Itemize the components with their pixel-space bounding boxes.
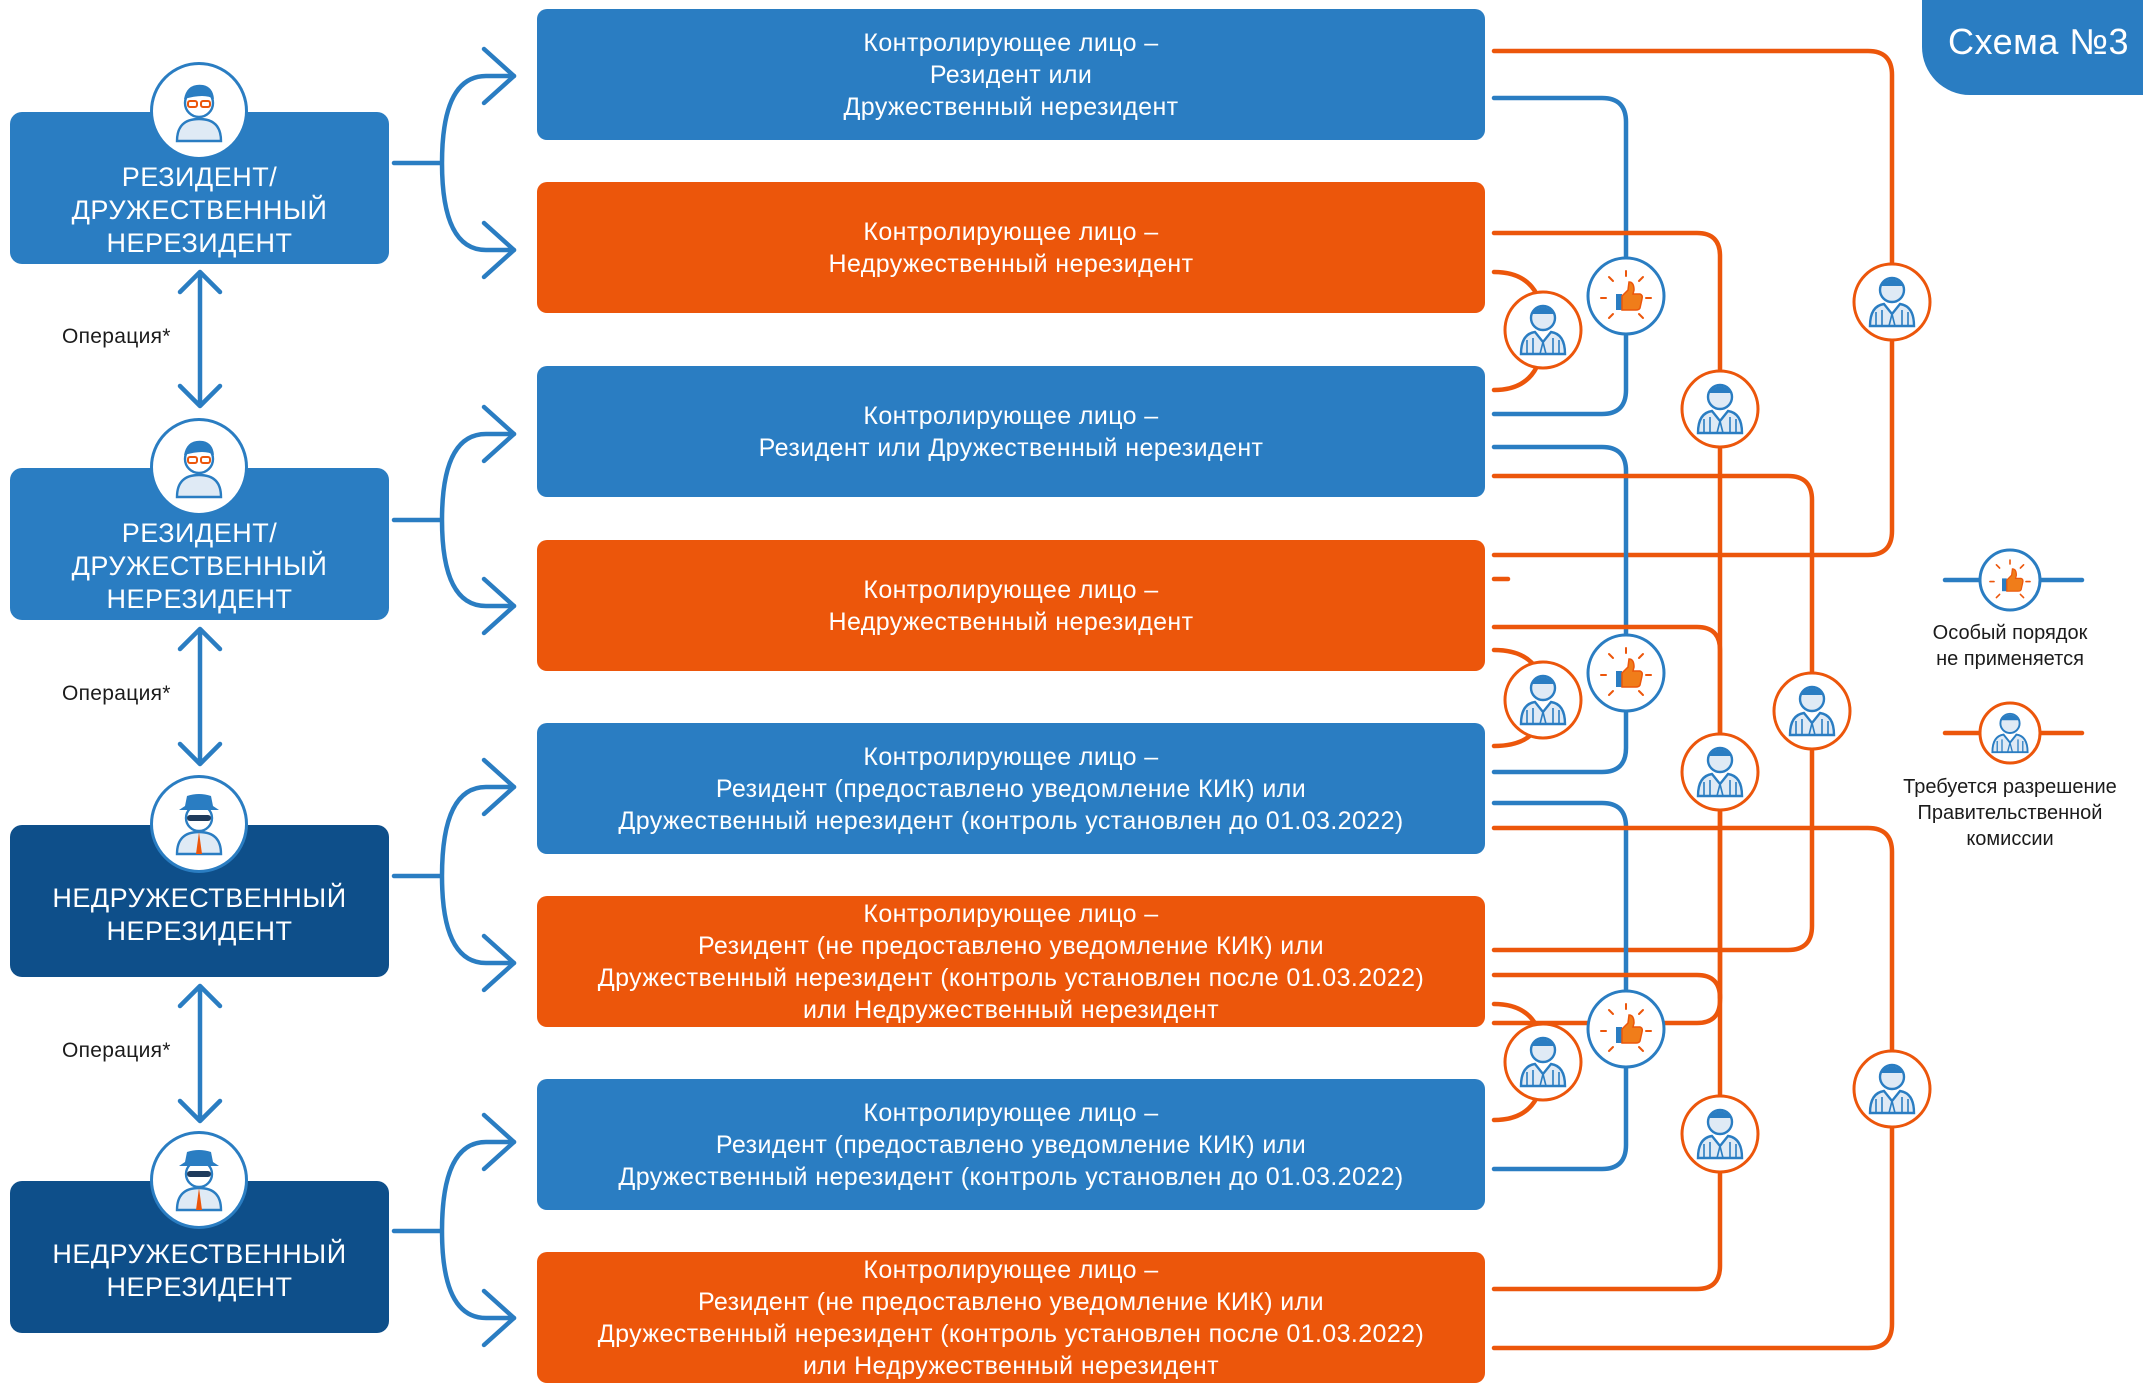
controller-label-line: Контролирующее лицо – [863, 1255, 1159, 1284]
controller-label-line: Контролирующее лицо – [863, 742, 1159, 771]
party-label-line: НЕДРУЖЕСТВЕННЫЙ [52, 1239, 347, 1269]
controller-box-4: Контролирующее лицо – Недружественный не… [537, 540, 1485, 671]
controller-label-line: Контролирующее лицо – [863, 401, 1159, 430]
controller-label-line: Контролирующее лицо – [863, 1098, 1159, 1127]
party-label-line: НЕДРУЖЕСТВЕННЫЙ [52, 883, 347, 913]
controller-box-6: Контролирующее лицо – Резидент (не предо… [537, 896, 1485, 1027]
controller-label-line: или Недружественный нерезидент [803, 1351, 1219, 1380]
controller-label-line: Контролирующее лицо – [863, 575, 1159, 604]
controller-box-8: Контролирующее лицо – Резидент (не предо… [537, 1252, 1485, 1383]
party-label-line: НЕРЕЗИДЕНТ [106, 228, 293, 258]
party-box-unfriendly-1: НЕДРУЖЕСТВЕННЫЙ НЕРЕЗИДЕНТ [10, 825, 389, 977]
controller-label-line: Резидент (не предоставлено уведомление К… [697, 1287, 1325, 1316]
controller-box-1: Контролирующее лицо – Резидент или Друже… [537, 9, 1485, 140]
controller-label-line: Дружественный нерезидент (контроль устан… [597, 963, 1425, 992]
controller-label-line: Дружественный нерезидент (контроль устан… [618, 806, 1404, 835]
controller-label-line: Резидент или [929, 60, 1093, 89]
controller-label-line: Резидент (предоставлено уведомление КИК)… [715, 774, 1307, 803]
controller-label-line: Резидент (не предоставлено уведомление К… [697, 931, 1325, 960]
controller-label-line: Контролирующее лицо – [863, 899, 1159, 928]
spy-person-icon [150, 1131, 248, 1229]
scheme-number-tab: Схема №3 [1922, 0, 2143, 95]
legend-label-line: Особый порядок [1932, 622, 2088, 644]
legend-label-line: Правительственной [1917, 802, 2103, 824]
controller-label-line: Недружественный нерезидент [828, 607, 1194, 636]
controller-box-7: Контролирующее лицо – Резидент (предоста… [537, 1079, 1485, 1210]
controller-box-5: Контролирующее лицо – Резидент (предоста… [537, 723, 1485, 854]
party-label-line: РЕЗИДЕНТ/ [121, 518, 278, 548]
spy-person-icon [150, 775, 248, 873]
resident-person-icon [150, 62, 248, 160]
operation-label: Операция* [62, 1039, 171, 1062]
party-label-line: НЕРЕЗИДЕНТ [106, 1272, 293, 1302]
party-label-line: НЕРЕЗИДЕНТ [106, 584, 293, 614]
legend-label-line: не применяется [1936, 648, 2084, 670]
party-box-resident-1: РЕЗИДЕНТ/ ДРУЖЕСТВЕННЫЙ НЕРЕЗИДЕНТ [10, 112, 389, 264]
controller-box-2: Контролирующее лицо – Недружественный не… [537, 182, 1485, 313]
controller-label-line: Дружественный нерезидент (контроль устан… [618, 1162, 1404, 1191]
operation-label: Операция* [62, 325, 171, 348]
thumbs-up-icons [1586, 256, 2042, 1069]
controller-label-line: Контролирующее лицо – [863, 28, 1159, 57]
legend-commission-permission: Требуется разрешение Правительственной к… [1890, 774, 2130, 852]
controller-label-line: Резидент (предоставлено уведомление КИК)… [715, 1130, 1307, 1159]
legend-label-line: комиссии [1966, 828, 2054, 850]
controller-label-line: Контролирующее лицо – [863, 217, 1159, 246]
party-label-line: НЕРЕЗИДЕНТ [106, 916, 293, 946]
resident-person-icon [150, 418, 248, 516]
controller-label-line: Резидент или Дружественный нерезидент [758, 433, 1264, 462]
controller-label-line: Недружественный нерезидент [828, 249, 1194, 278]
controller-label-line: или Недружественный нерезидент [803, 995, 1219, 1024]
legend-label-line: Требуется разрешение [1903, 776, 2117, 798]
controller-label-line: Дружественный нерезидент (контроль устан… [597, 1319, 1425, 1348]
commission-icons [1503, 262, 2042, 1174]
party-label-line: ДРУЖЕСТВЕННЫЙ [71, 195, 328, 225]
controller-label-line: Дружественный нерезидент [843, 92, 1179, 121]
controller-box-3: Контролирующее лицо – Резидент или Друже… [537, 366, 1485, 497]
legend-special-procedure: Особый порядок не применяется [1890, 620, 2130, 672]
operation-label: Операция* [62, 682, 171, 705]
party-label-line: РЕЗИДЕНТ/ [121, 162, 278, 192]
party-label-line: ДРУЖЕСТВЕННЫЙ [71, 551, 328, 581]
